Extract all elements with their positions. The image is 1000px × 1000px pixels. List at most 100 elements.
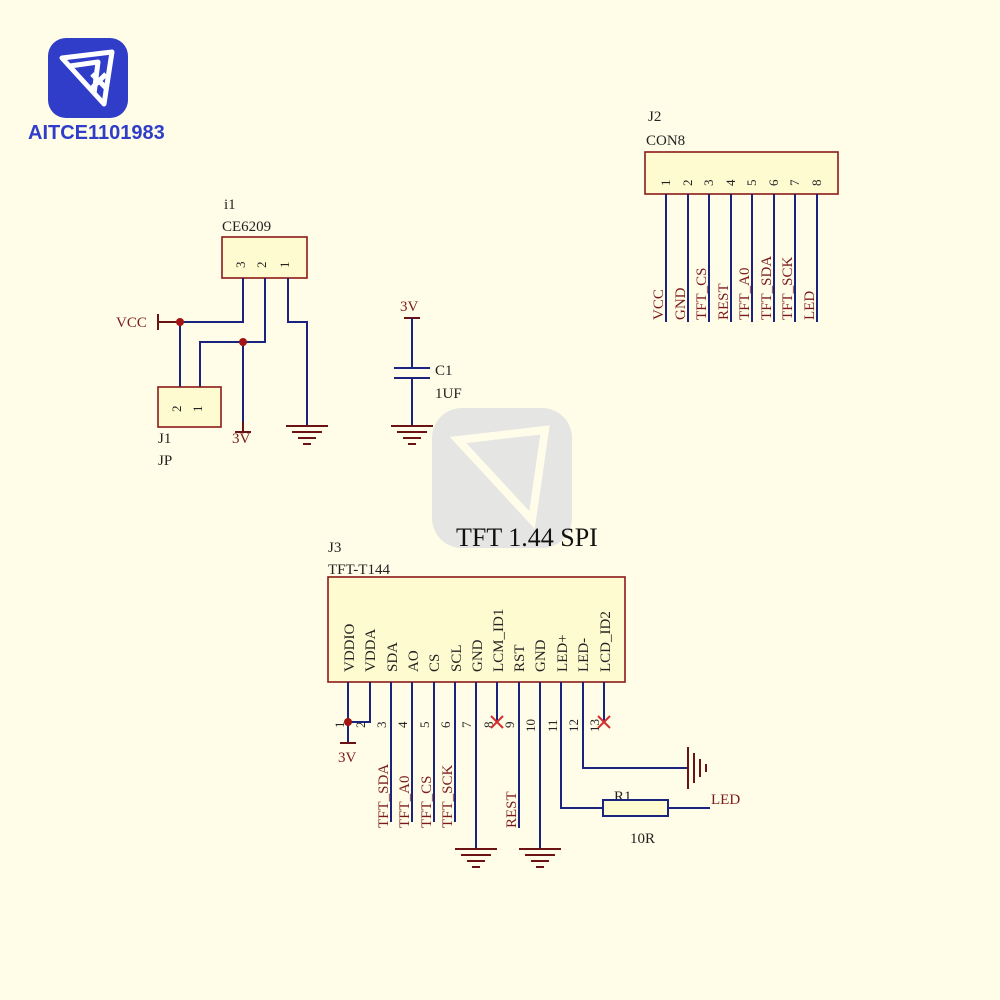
vcc-label: VCC	[116, 315, 147, 331]
j2-net-labels: VCC GND TFT_CS REST TFT_A0 TFT_SDA TFT_S…	[651, 256, 818, 320]
j2-net-gnd: GND	[673, 287, 689, 320]
j3-net-tft-sck: TFT_SCK	[440, 764, 456, 828]
j2-body	[644, 151, 839, 195]
j3-pin-name: CS	[427, 654, 443, 672]
j2-net-tft-a0: TFT_A0	[737, 268, 753, 321]
j3-net-labels: TFT_SDA TFT_A0 TFT_CS TFT_SCK REST	[376, 764, 520, 828]
j3-pin-name: LCD_ID2	[598, 611, 614, 672]
diagram-title: TFT 1.44 SPI	[456, 523, 598, 552]
logo-text: AITCE1101983	[28, 122, 165, 144]
j2-pin-number: 5	[744, 180, 759, 187]
j3-pin-numbers: 1 2 3 4 5 6 7 8 9 10 11 12 13	[332, 719, 602, 732]
j1-ref: J1	[158, 431, 171, 447]
j3-pin-name: VDDA	[363, 629, 379, 672]
j3-pin-number: 6	[438, 721, 453, 728]
j3-pin-name: RST	[512, 644, 528, 672]
j3-pin-number: 2	[353, 722, 368, 729]
r1-body	[602, 799, 669, 817]
j3-net-tft-a0: TFT_A0	[397, 776, 413, 829]
j1-value: JP	[158, 453, 172, 469]
j3-pin-number: 11	[545, 719, 560, 732]
junction-j3-3v	[344, 718, 352, 726]
j3-pin-number: 7	[459, 721, 474, 728]
j3-pin-number: 3	[374, 722, 389, 729]
u1-body	[221, 236, 308, 279]
j3-pin-name: LED+	[555, 634, 571, 672]
c1-value: 1UF	[435, 386, 462, 402]
logo-badge	[48, 38, 128, 118]
junction-3v	[239, 338, 247, 346]
wire-vcc	[179, 278, 244, 387]
j1-body	[157, 386, 222, 428]
net-3v-j3: 3V	[338, 750, 357, 766]
j3-pin-names: VDDIO VDDA SDA AO CS SCL GND LCM_ID1 RST…	[342, 609, 614, 672]
u1-pin1: 1	[277, 262, 292, 269]
ground-symbol-j3-pin12	[687, 747, 707, 789]
junction-vcc	[176, 318, 184, 326]
watermark	[432, 408, 572, 548]
c1-ref: C1	[435, 363, 453, 379]
j2-pin-number: 2	[680, 180, 695, 187]
j3-pin-number: 1	[332, 722, 347, 729]
j3-net-rest: REST	[504, 791, 520, 828]
brand-logo: AITCE1101983	[28, 38, 165, 144]
j3-net-tft-sda: TFT_SDA	[376, 764, 392, 828]
j2-pin-number: 1	[658, 180, 673, 187]
j3-pin-name: LCM_ID1	[491, 609, 507, 672]
j3-pin-number: 13	[587, 719, 602, 732]
j3-pin-number: 12	[566, 719, 581, 732]
u1-ref: i1	[224, 197, 236, 213]
j1-jumper: 2 1 J1 JP	[157, 386, 222, 469]
c1-net-3v: 3V	[400, 299, 419, 315]
j2-wires	[665, 194, 818, 322]
j3-pin-name: SDA	[385, 642, 401, 672]
j2-net-rest: REST	[716, 283, 732, 320]
j2-pin-number: 6	[766, 179, 781, 186]
j3-tft-connector: J3 TFT-T144 VDDIO VDDA SDA AO CS SCL GND…	[327, 540, 710, 868]
j2-net-tft-cs: TFT_CS	[694, 267, 710, 320]
no-connect-pin13	[597, 715, 611, 729]
ground-symbol-c1	[391, 425, 433, 445]
r1-net-led: LED	[711, 792, 740, 808]
j2-pin-number: 8	[809, 180, 824, 187]
ground-symbol-j3-pin10	[519, 848, 561, 868]
j2-pin-number: 4	[723, 179, 738, 186]
j3-value: TFT-T144	[328, 562, 390, 578]
j2-net-tft-sck: TFT_SCK	[780, 256, 796, 320]
j3-pin-number: 8	[481, 722, 496, 729]
j2-net-vcc: VCC	[651, 289, 667, 320]
j2-ref: J2	[648, 109, 661, 125]
j2-pins: 1 2 3 4 5 6 7 8	[658, 179, 824, 186]
j2-pin-number: 3	[701, 180, 716, 187]
j3-pin-name: GND	[533, 639, 549, 672]
u1-value: CE6209	[222, 219, 271, 235]
j3-pin-name: VDDIO	[342, 624, 358, 672]
j1-pin1: 1	[190, 406, 205, 413]
wire-gnd-u1	[287, 278, 308, 425]
j1-pin2: 2	[169, 406, 184, 413]
j2-net-led: LED	[802, 291, 818, 320]
j2-value: CON8	[646, 133, 685, 149]
c1-capacitor: 3V C1 1UF	[391, 299, 462, 445]
wire-3v	[199, 278, 266, 422]
r1-value: 10R	[630, 831, 655, 847]
j2-connector: J2 CON8 1 2 3 4 5 6 7 8 VCC GND TFT_CS R…	[644, 109, 839, 322]
j3-pin-number: 4	[395, 721, 410, 728]
u1-regulator: i1 CE6209 3 2 1	[221, 197, 308, 279]
j3-pin-number: 10	[523, 719, 538, 732]
j3-wires	[347, 682, 710, 848]
j2-pin-number: 7	[787, 179, 802, 186]
j3-pin-number: 5	[417, 722, 432, 729]
r1-resistor: R1 10R LED	[602, 789, 740, 847]
ground-symbol-j3-pin7	[455, 848, 497, 868]
j3-net-tft-cs: TFT_CS	[419, 775, 435, 828]
u1-pin2: 2	[254, 262, 269, 269]
no-connect-pin8	[490, 715, 504, 729]
j3-body	[327, 576, 626, 683]
ground-symbol-u1	[286, 425, 328, 445]
u1-pin3: 3	[233, 262, 248, 269]
j3-ref: J3	[328, 540, 341, 556]
j3-pin-name: GND	[470, 639, 486, 672]
j3-pin-name: AO	[406, 650, 422, 672]
